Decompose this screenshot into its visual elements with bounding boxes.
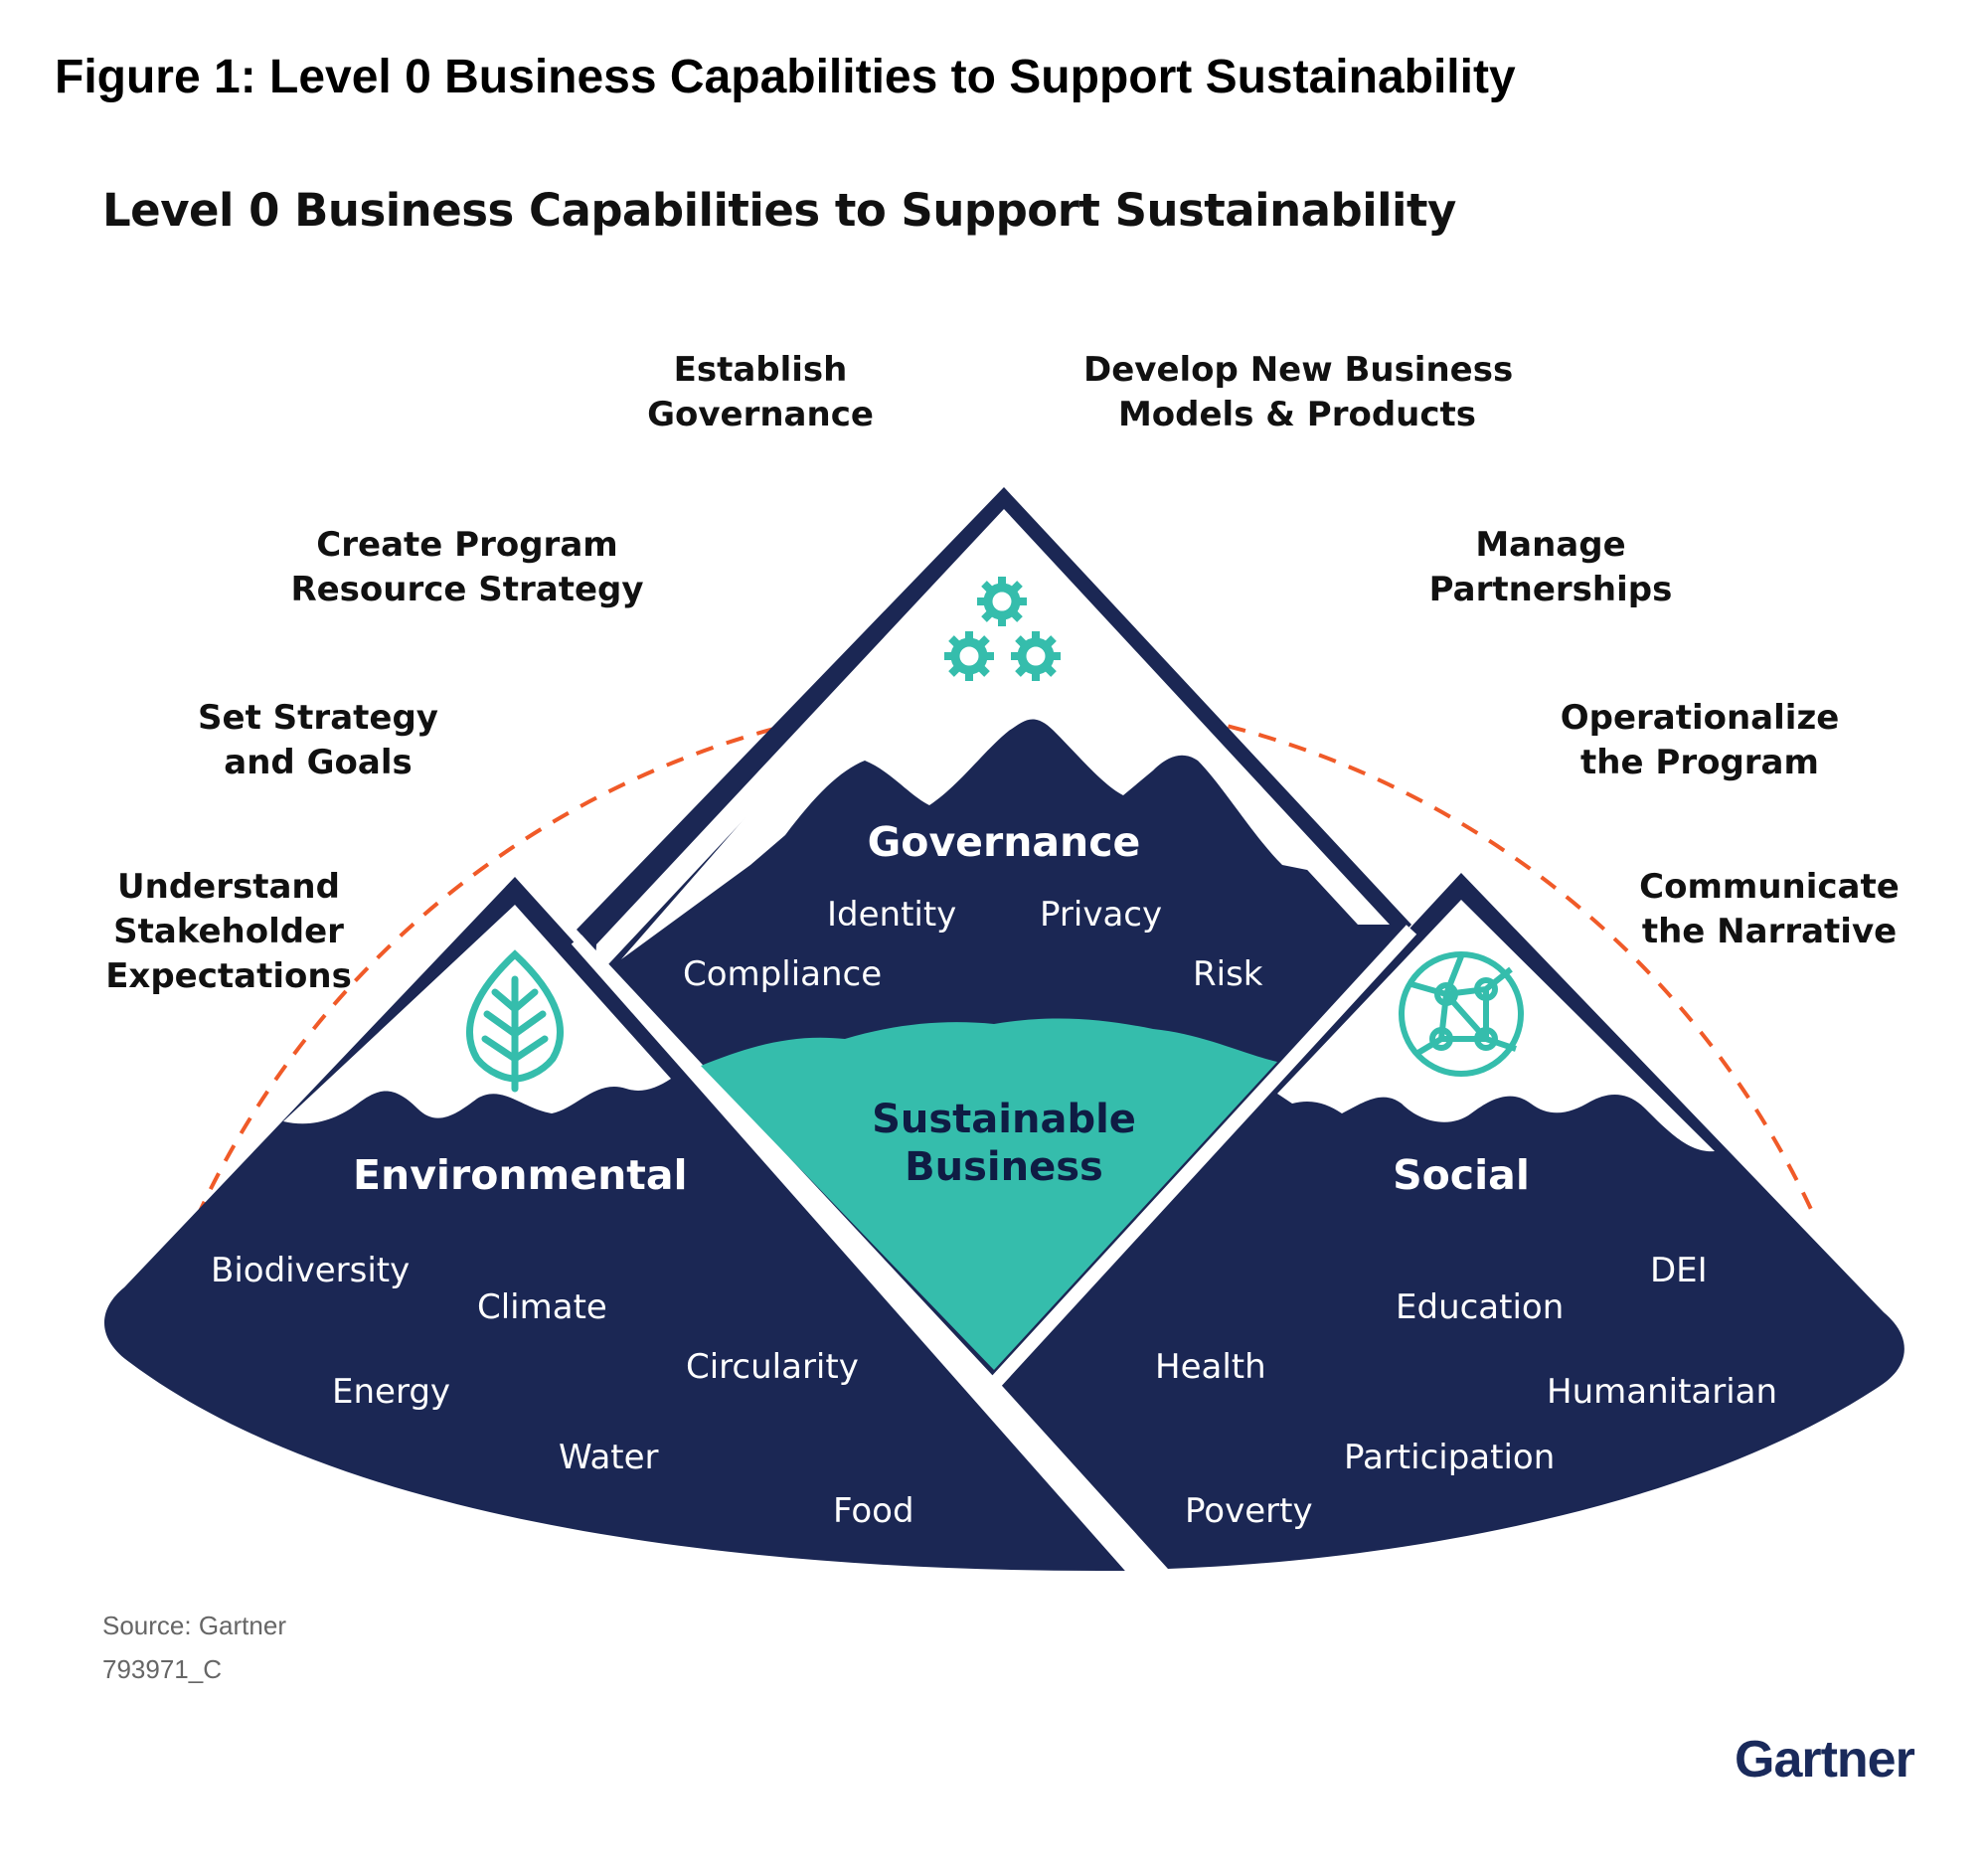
social-mountain [994,873,1905,1569]
capability-line: Partnerships [1428,570,1673,609]
social-item: Humanitarian [1547,1372,1778,1412]
governance-mountain [577,487,1411,1377]
governance-item: Privacy [1040,895,1163,935]
governance-item: Compliance [683,954,883,994]
capability-line: Set Strategy [198,698,438,738]
diagram-title: Level 0 Business Capabilities to Support… [102,184,1456,237]
figure-title: Figure 1: Level 0 Business Capabilities … [55,51,1516,103]
separator-left [571,935,1149,1586]
social-item: DEI [1650,1251,1708,1290]
capability-line: Develop New Business [1083,350,1514,390]
capability-line: the Narrative [1641,912,1898,951]
social-item: Education [1396,1287,1565,1327]
capability-line: Expectations [105,956,352,996]
capability-resource-strategy: Create Program Resource Strategy [288,523,646,612]
governance-item: Risk [1193,954,1263,994]
capability-establish-governance: Establish Governance [616,348,905,437]
environmental-item: Energy [332,1372,451,1412]
environmental-item: Biodiversity [211,1251,411,1290]
capability-line: and Goals [224,743,413,782]
environmental-item: Water [559,1438,659,1477]
social-item: Participation [1344,1438,1556,1477]
capability-operationalize: Operationalize the Program [1551,696,1849,785]
gears-icon [944,577,1061,681]
separator-right [988,925,1417,1389]
capability-line: Understand [117,867,340,907]
environmental-item: Climate [477,1287,607,1327]
center-line: Sustainable [872,1097,1136,1142]
capability-line: the Program [1580,743,1819,782]
environmental-item: Food [833,1491,914,1531]
social-item: Health [1155,1347,1266,1387]
center-line: Business [905,1144,1103,1190]
capability-line: Stakeholder [113,912,344,951]
environmental-mountain [104,877,1143,1571]
sustainable-business-label: Sustainable Business [855,1096,1153,1191]
capability-line: Models & Products [1117,395,1477,434]
capability-communicate-narrative: Communicate the Narrative [1620,865,1918,954]
sustainable-business-lake [701,1018,1277,1370]
capability-line: Operationalize [1560,698,1840,738]
capability-understand-stakeholder: Understand Stakeholder Expectations [99,865,358,999]
capability-set-strategy: Set Strategy and Goals [189,696,447,785]
capability-line: Resource Strategy [290,570,644,609]
environmental-title: Environmental [353,1151,688,1199]
leaf-icon [466,949,564,1093]
capability-line: Governance [647,395,874,434]
capability-new-business-models: Develop New Business Models & Products [1083,348,1514,437]
governance-title: Governance [867,818,1141,866]
capability-line: Manage [1475,525,1626,565]
social-item: Poverty [1185,1491,1313,1531]
source-note: Source: Gartner [102,1611,286,1640]
network-globe-icon [1399,951,1524,1077]
governance-item: Identity [827,895,957,935]
capability-arc [195,696,1817,1219]
capability-manage-partnerships: Manage Partnerships [1411,523,1690,612]
social-title: Social [1393,1151,1530,1199]
capability-line: Create Program [316,525,618,565]
figure-code: 793971_C [102,1654,222,1684]
gartner-logo: Gartner [1735,1731,1915,1789]
capability-line: Communicate [1639,867,1900,907]
capability-line: Establish [673,350,848,390]
environmental-item: Circularity [686,1347,859,1387]
